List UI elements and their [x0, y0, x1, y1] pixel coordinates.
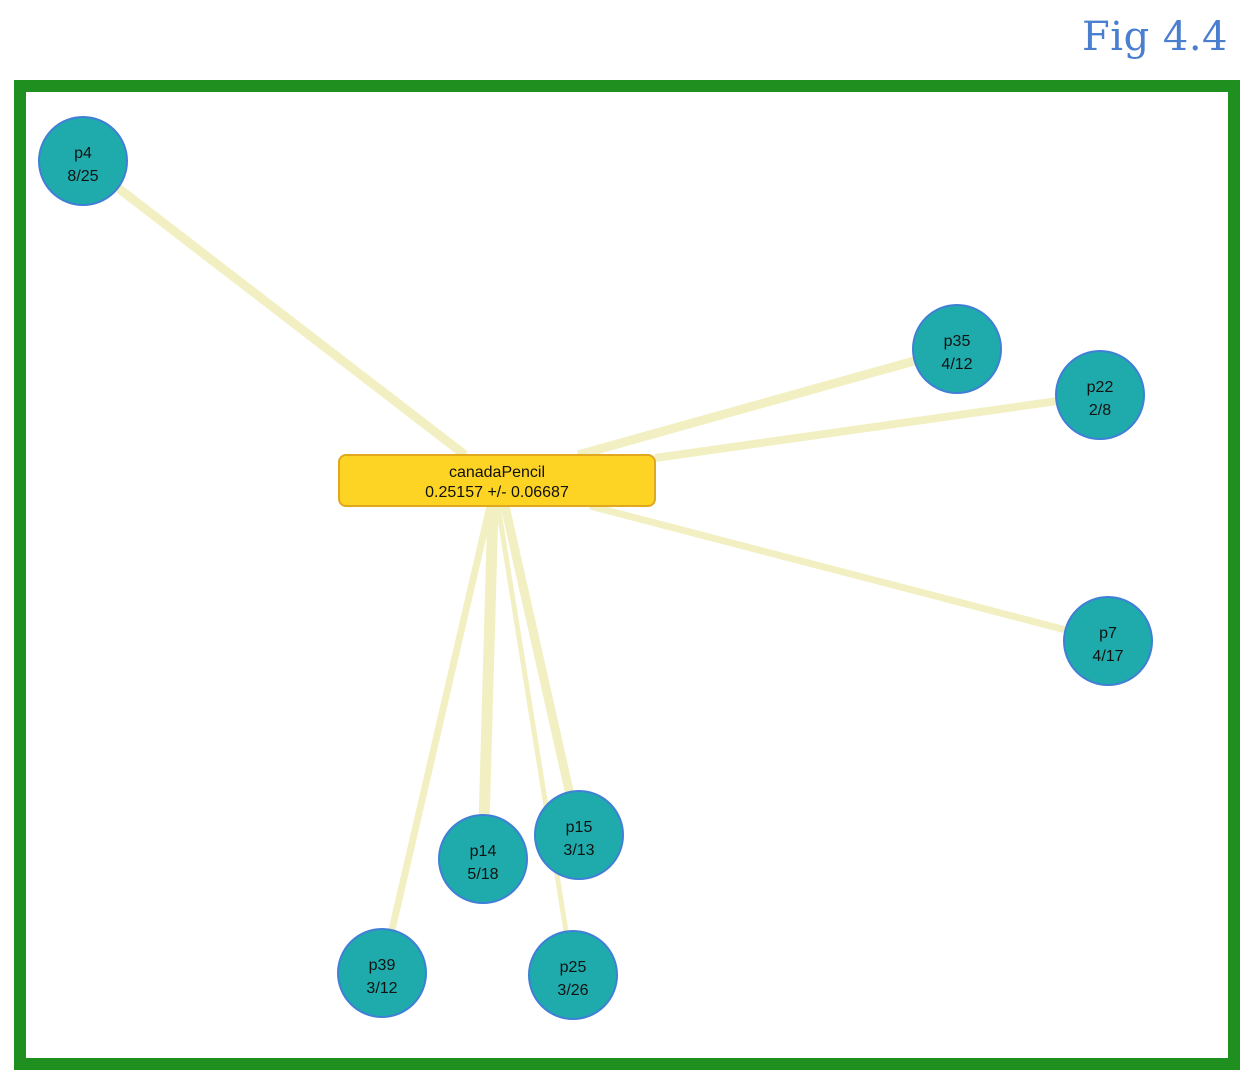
node-value: 4/12 [941, 356, 972, 373]
node-value: 4/17 [1092, 648, 1123, 665]
edge-layer [80, 157, 1109, 976]
node-circle [38, 116, 128, 206]
edge-p14 [477, 505, 499, 860]
node-p39[interactable]: p39 3/12 [337, 928, 427, 1018]
node-p25[interactable]: p25 3/26 [528, 930, 618, 1020]
node-p35[interactable]: p35 4/12 [912, 304, 1002, 394]
node-value: 3/12 [366, 980, 397, 997]
edge-p25 [495, 505, 576, 976]
node-label: p14 [470, 843, 497, 860]
node-circle [528, 930, 618, 1020]
node-label: p7 [1099, 625, 1117, 642]
node-value: 3/26 [557, 982, 588, 999]
center-node-name: canadaPencil [449, 464, 545, 481]
node-circle [1055, 350, 1145, 440]
node-circle [438, 814, 528, 904]
edge-p7 [589, 502, 1109, 645]
node-circle [337, 928, 427, 1018]
node-value: 5/18 [467, 866, 498, 883]
center-node-value: 0.25157 +/- 0.06687 [425, 484, 569, 501]
edge-p35 [576, 344, 959, 460]
node-value: 2/8 [1089, 402, 1111, 419]
edge-p15 [500, 505, 584, 836]
edge-p4 [80, 157, 468, 459]
node-label: p35 [944, 333, 971, 350]
node-layer: p48/25p354/12p222/8p74/17p153/13p145/18p… [38, 116, 1153, 1020]
node-label: p15 [566, 819, 593, 836]
node-circle [534, 790, 624, 880]
node-p7[interactable]: p7 4/17 [1063, 596, 1153, 686]
graph-frame [14, 80, 1240, 1070]
node-p4[interactable]: p4 8/25 [38, 116, 128, 206]
center-node-box [338, 454, 656, 507]
edge-p39 [378, 505, 494, 974]
edge-p22 [654, 391, 1101, 462]
node-label: p39 [369, 957, 396, 974]
node-label: p22 [1087, 379, 1114, 396]
node-circle [1063, 596, 1153, 686]
node-value: 8/25 [67, 168, 98, 185]
node-label: p4 [74, 145, 92, 162]
node-p14[interactable]: p14 5/18 [438, 814, 528, 904]
center-node[interactable]: canadaPencil 0.25157 +/- 0.06687 [338, 454, 656, 507]
figure-label: Fig 4.4 [1082, 14, 1228, 60]
node-p15[interactable]: p15 3/13 [534, 790, 624, 880]
node-label: p25 [560, 959, 587, 976]
node-circle [912, 304, 1002, 394]
node-value: 3/13 [563, 842, 594, 859]
